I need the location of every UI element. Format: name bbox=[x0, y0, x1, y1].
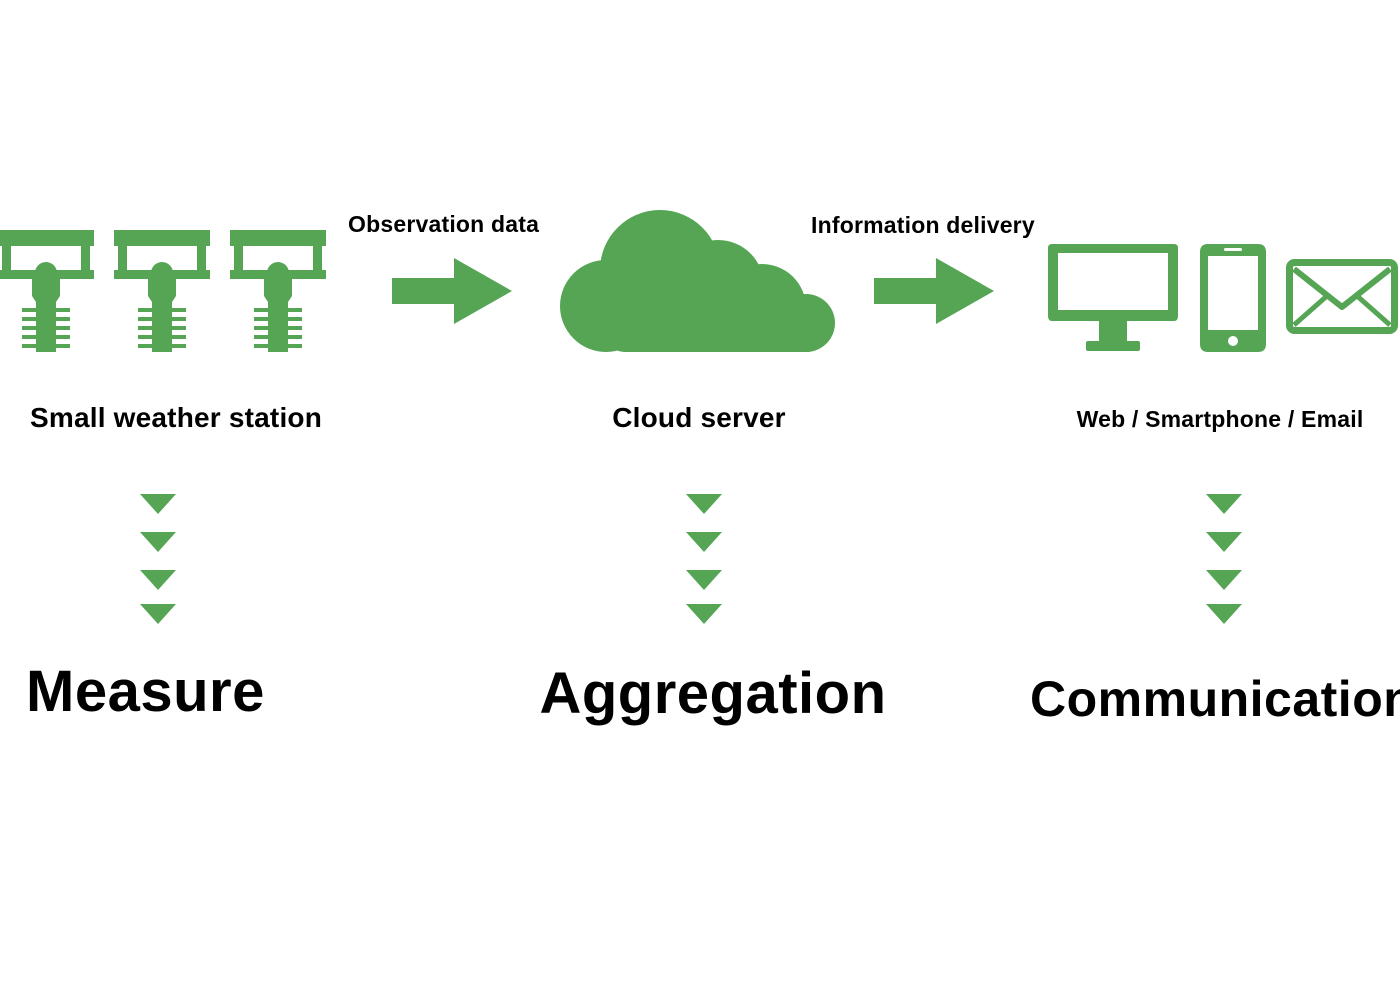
arrow-right-icon bbox=[392, 258, 512, 324]
smartphone-icon bbox=[1200, 244, 1266, 354]
arrow-right-icon bbox=[874, 258, 994, 324]
email-icon bbox=[1286, 259, 1398, 335]
weather-station-icons bbox=[0, 230, 330, 354]
observation-data-label: Observation data bbox=[348, 211, 540, 237]
chevron-down-icon bbox=[1206, 494, 1242, 624]
stage-measure: Measure bbox=[26, 659, 265, 724]
chevron-down-icon bbox=[686, 494, 722, 624]
weather-station-icon bbox=[0, 230, 94, 352]
weather-station-icon bbox=[114, 230, 210, 352]
devices-label: Web / Smartphone / Email bbox=[1076, 406, 1364, 432]
information-delivery-label: Information delivery bbox=[811, 212, 1035, 238]
monitor-icon bbox=[1048, 244, 1178, 354]
chevron-down-icon bbox=[140, 494, 176, 624]
stage-aggregation: Aggregation bbox=[539, 661, 887, 726]
station-label: Small weather station bbox=[29, 402, 323, 433]
cloud-server-label: Cloud server bbox=[612, 402, 786, 433]
weather-station-icon bbox=[230, 230, 326, 352]
stage-communication: Communication bbox=[1030, 671, 1400, 727]
cloud-icon bbox=[558, 206, 838, 354]
